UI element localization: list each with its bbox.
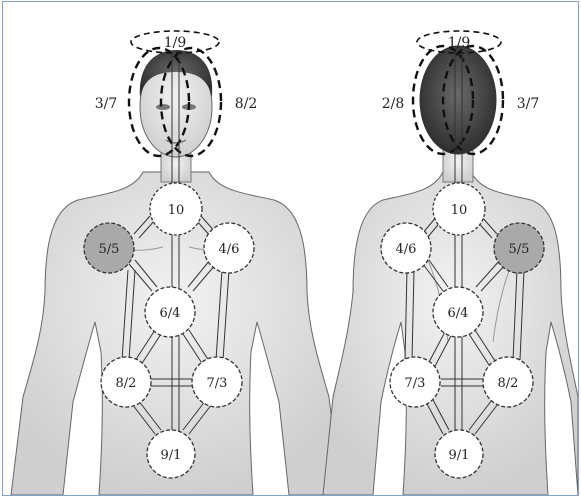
front-node-base: 9/1 bbox=[147, 430, 195, 478]
back-head-right-label: 3/7 bbox=[517, 96, 540, 112]
back-node-right-shoulder-label: 5/5 bbox=[509, 242, 530, 257]
back-node-left-hip: 7/3 bbox=[390, 357, 440, 407]
back-figure: 10 4/6 5/5 6/4 7/3 8/2 9/1 1/9 2/8 3/7 bbox=[323, 31, 578, 495]
front-head-right-label: 8/2 bbox=[235, 96, 258, 112]
front-node-left-shoulder: 5/5 bbox=[84, 223, 134, 273]
back-node-center: 6/4 bbox=[433, 287, 483, 337]
front-node-left-shoulder-label: 5/5 bbox=[99, 242, 120, 257]
front-eye-left bbox=[156, 104, 170, 110]
back-node-base: 9/1 bbox=[435, 430, 483, 478]
back-node-right-hip-label: 8/2 bbox=[498, 376, 519, 391]
front-node-right-shoulder: 4/6 bbox=[204, 223, 254, 273]
front-node-right-hip-label: 7/3 bbox=[207, 376, 228, 391]
back-node-left-shoulder-label: 4/6 bbox=[396, 242, 417, 257]
back-node-center-label: 6/4 bbox=[448, 306, 469, 321]
front-node-center: 6/4 bbox=[145, 287, 195, 337]
back-crown-label: 1/9 bbox=[448, 35, 471, 51]
front-node-base-label: 9/1 bbox=[161, 448, 182, 463]
back-head-left-label: 2/8 bbox=[382, 96, 405, 112]
front-node-right-shoulder-label: 4/6 bbox=[219, 242, 240, 257]
back-node-right-shoulder: 5/5 bbox=[494, 223, 544, 273]
front-node-center-label: 6/4 bbox=[160, 306, 181, 321]
body-energy-diagram: 10 5/5 4/6 6/4 8/2 7/3 9/1 1/9 3/7 8/2 bbox=[3, 2, 578, 495]
back-node-base-label: 9/1 bbox=[449, 448, 470, 463]
back-head-hair bbox=[420, 46, 496, 154]
front-node-right-hip: 7/3 bbox=[192, 357, 242, 407]
front-crown-label: 1/9 bbox=[164, 35, 187, 51]
front-node-10-label: 10 bbox=[168, 203, 185, 218]
front-node-left-hip-label: 8/2 bbox=[116, 376, 137, 391]
back-node-10: 10 bbox=[433, 183, 485, 235]
back-node-left-hip-label: 7/3 bbox=[405, 376, 426, 391]
back-node-left-shoulder: 4/6 bbox=[381, 223, 431, 273]
back-node-right-hip: 8/2 bbox=[483, 357, 533, 407]
front-node-left-hip: 8/2 bbox=[101, 357, 151, 407]
front-node-10: 10 bbox=[150, 183, 202, 235]
back-node-10-label: 10 bbox=[451, 203, 468, 218]
front-head-left-label: 3/7 bbox=[95, 96, 118, 112]
front-figure: 10 5/5 4/6 6/4 8/2 7/3 9/1 1/9 3/7 8/2 bbox=[11, 31, 341, 495]
